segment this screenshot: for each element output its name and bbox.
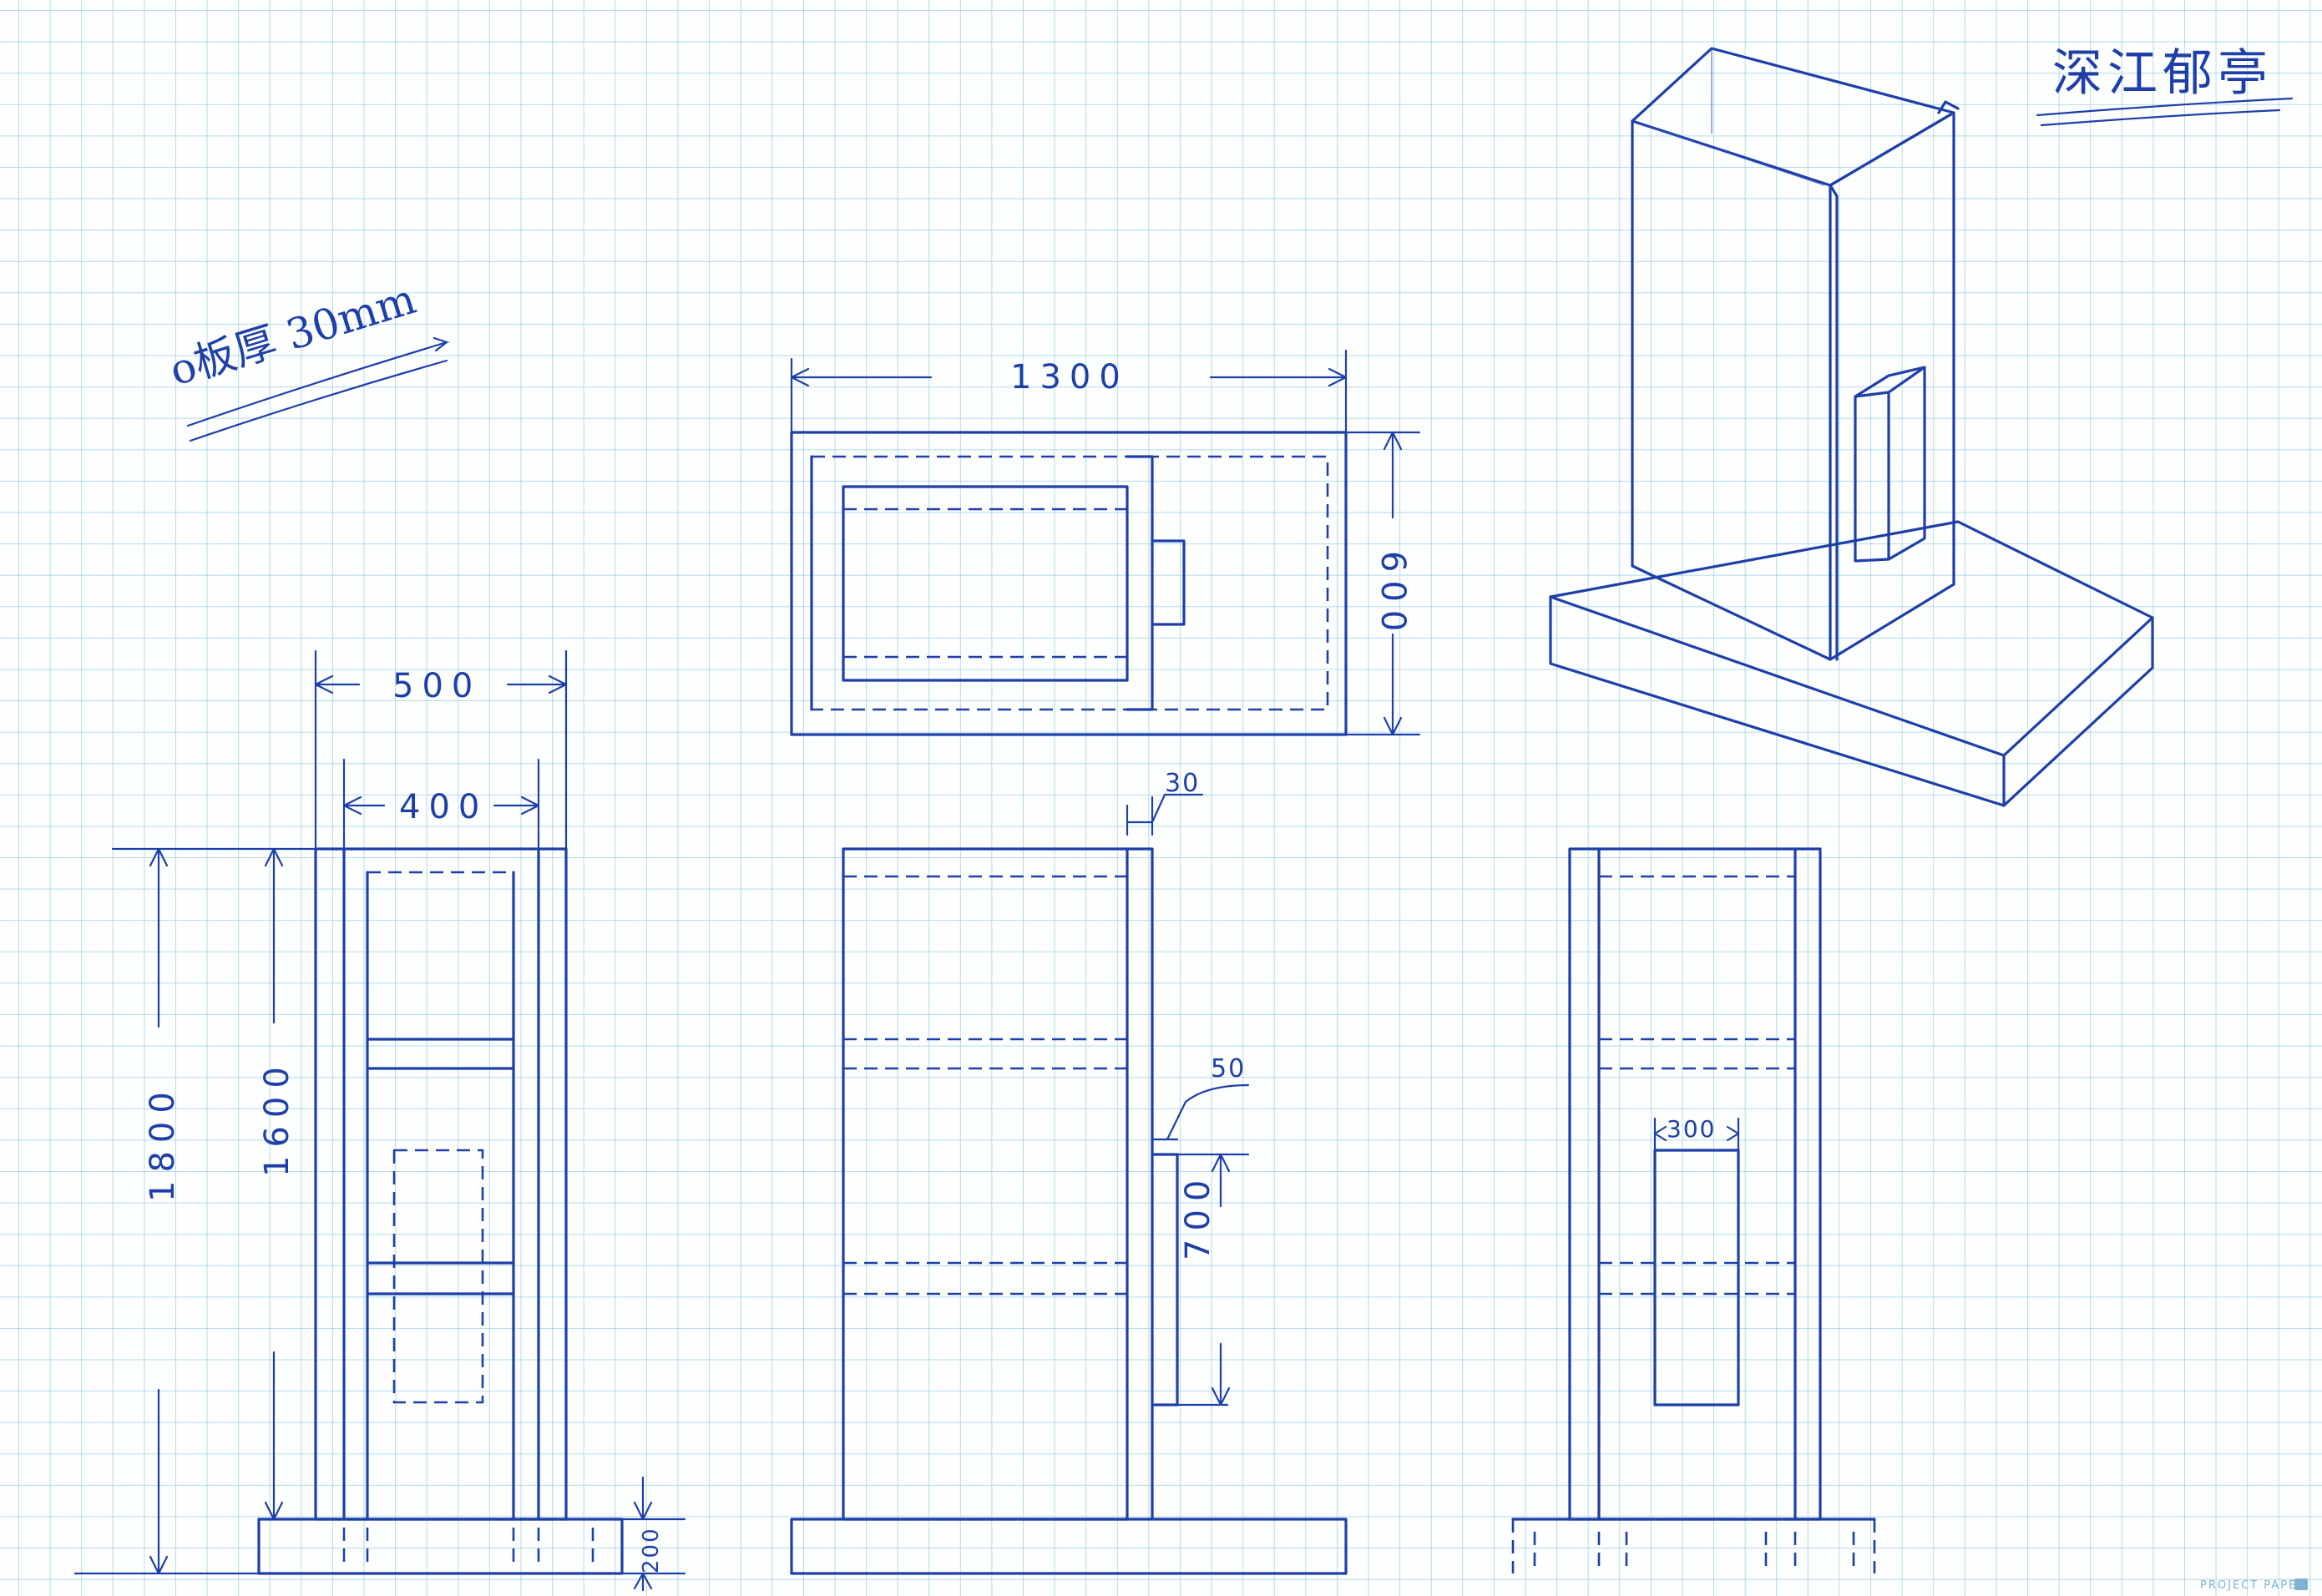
plan-inner-dashed: [810, 455, 1329, 711]
front-hidden-shelves: [843, 875, 1127, 1295]
iso-base-top: [1549, 520, 2154, 757]
plan-cabinet-inner: [842, 508, 1127, 659]
front-edge-post: [1126, 847, 1154, 1521]
footer-brand: PROJECT PAPER: [2200, 1579, 2306, 1592]
iso-side-post: [1829, 100, 1960, 661]
brand-logo-icon: [2294, 1578, 2308, 1590]
isometric-view: [1549, 47, 2154, 807]
side-panel-height-dim: [264, 847, 284, 1521]
paper-footer: PROJECT PAPER: [2200, 1578, 2308, 1592]
iso-panel-side: [1829, 111, 1955, 661]
back-base-dashed: [1511, 1519, 1876, 1573]
side-outer-label: 500: [392, 667, 481, 705]
side-inner-dim: [342, 758, 540, 851]
side-total-height-label: 1800: [144, 1083, 182, 1202]
side-panel-height-label: 1600: [258, 1058, 296, 1177]
iso-slot: [1854, 366, 1926, 563]
front-view: 30 50 700: [790, 769, 1348, 1575]
front-thickness-dim: [1126, 793, 1204, 836]
side-post-right: [512, 847, 540, 1521]
front-base: [790, 1518, 1348, 1575]
side-view: 500 400 1800 1600 200: [73, 649, 686, 1592]
back-window-label: 300: [1667, 1115, 1716, 1143]
note-underline-2: [189, 359, 448, 442]
title-block: 深江郁亭: [2036, 44, 2294, 127]
thickness-note: o板厚 30mm: [164, 275, 450, 442]
side-shelf-2: [366, 1261, 515, 1295]
back-hidden-shelves: [1599, 875, 1795, 1295]
sheet-title: 深江郁亭: [2052, 44, 2273, 103]
note-underline: [186, 336, 450, 427]
side-top-dashed: [342, 871, 540, 885]
side-base-height-dim: [620, 1476, 686, 1592]
back-window-dim: [1653, 1117, 1740, 1152]
side-window: [392, 1149, 484, 1404]
side-outer: [314, 847, 568, 1521]
plan-width-dim-line: [790, 349, 1348, 434]
title-underline-2: [2040, 109, 2281, 127]
side-base: [257, 1518, 624, 1575]
front-post-depth-label: 50: [1211, 1054, 1246, 1083]
front-post-depth-dim: [1151, 1083, 1250, 1141]
back-view: 300: [1511, 847, 1876, 1573]
front-panel: [842, 847, 1129, 1521]
top-view: 1300 600: [790, 349, 1421, 736]
title-underline: [2036, 97, 2294, 117]
side-base-legs: [342, 1528, 594, 1569]
side-base-height-label: 200: [639, 1527, 664, 1573]
back-window: [1653, 1149, 1740, 1407]
side-shelf-1: [366, 1038, 515, 1070]
plan-outer-rect: [790, 431, 1348, 736]
thickness-note-text: o板厚 30mm: [164, 275, 422, 395]
side-outer-dim: [314, 649, 568, 851]
side-inner-label: 400: [399, 788, 488, 826]
iso-base-side: [2002, 616, 2154, 807]
iso-panel-top: [1631, 47, 1955, 187]
front-post-height-label: 700: [1179, 1172, 1217, 1260]
plan-width-label: 1300: [1010, 358, 1129, 396]
plan-depth-label: 600: [1373, 551, 1412, 639]
front-post: [1151, 1153, 1179, 1407]
plan-center-post: [1126, 455, 1154, 711]
iso-base-front: [1549, 595, 2006, 807]
side-post-left: [342, 847, 369, 1521]
iso-panel-front: [1631, 119, 1832, 661]
plan-slot: [1151, 539, 1186, 626]
front-thickness-label: 30: [1165, 769, 1200, 798]
back-outer: [1568, 847, 1822, 1521]
side-total-height-dim: [73, 847, 317, 1575]
front-post-height-dim: [1176, 1153, 1250, 1407]
plan-cabinet: [842, 485, 1129, 682]
plan-depth-dim-line: [1344, 431, 1421, 736]
iso-panel-hidden-edge: [1640, 48, 1825, 186]
